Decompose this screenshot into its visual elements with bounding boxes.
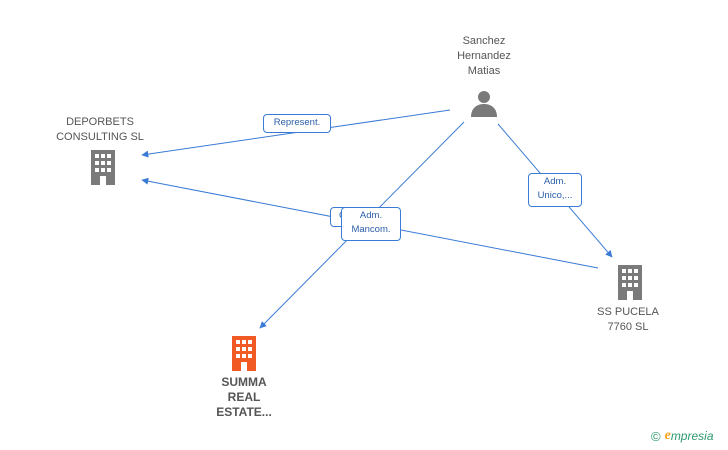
building-icon[interactable] [88,150,118,185]
summa-name: SUMMA REAL ESTATE... [216,375,272,419]
copyright-icon: © [651,428,661,444]
edge-label-adm-unico[interactable]: Adm. Unico,... [528,173,582,207]
building-icon[interactable] [615,265,645,300]
edge-label-represent[interactable]: Represent. [263,114,331,133]
brand-e-letter: e [664,428,671,443]
brand-logo: © e mpresia [651,428,714,444]
person-name: Sanchez Hernandez Matias [457,35,511,77]
brand-name: mpresia [670,429,714,443]
person-icon[interactable] [469,88,499,118]
ss-pucela-name: SS PUCELA 7760 SL [597,306,659,333]
building-icon[interactable] [229,336,259,371]
edge-label-adm-mancom[interactable]: Adm. Mancom. [341,207,401,241]
deporbets-name: DEPORBETS CONSULTING SL [56,116,144,143]
